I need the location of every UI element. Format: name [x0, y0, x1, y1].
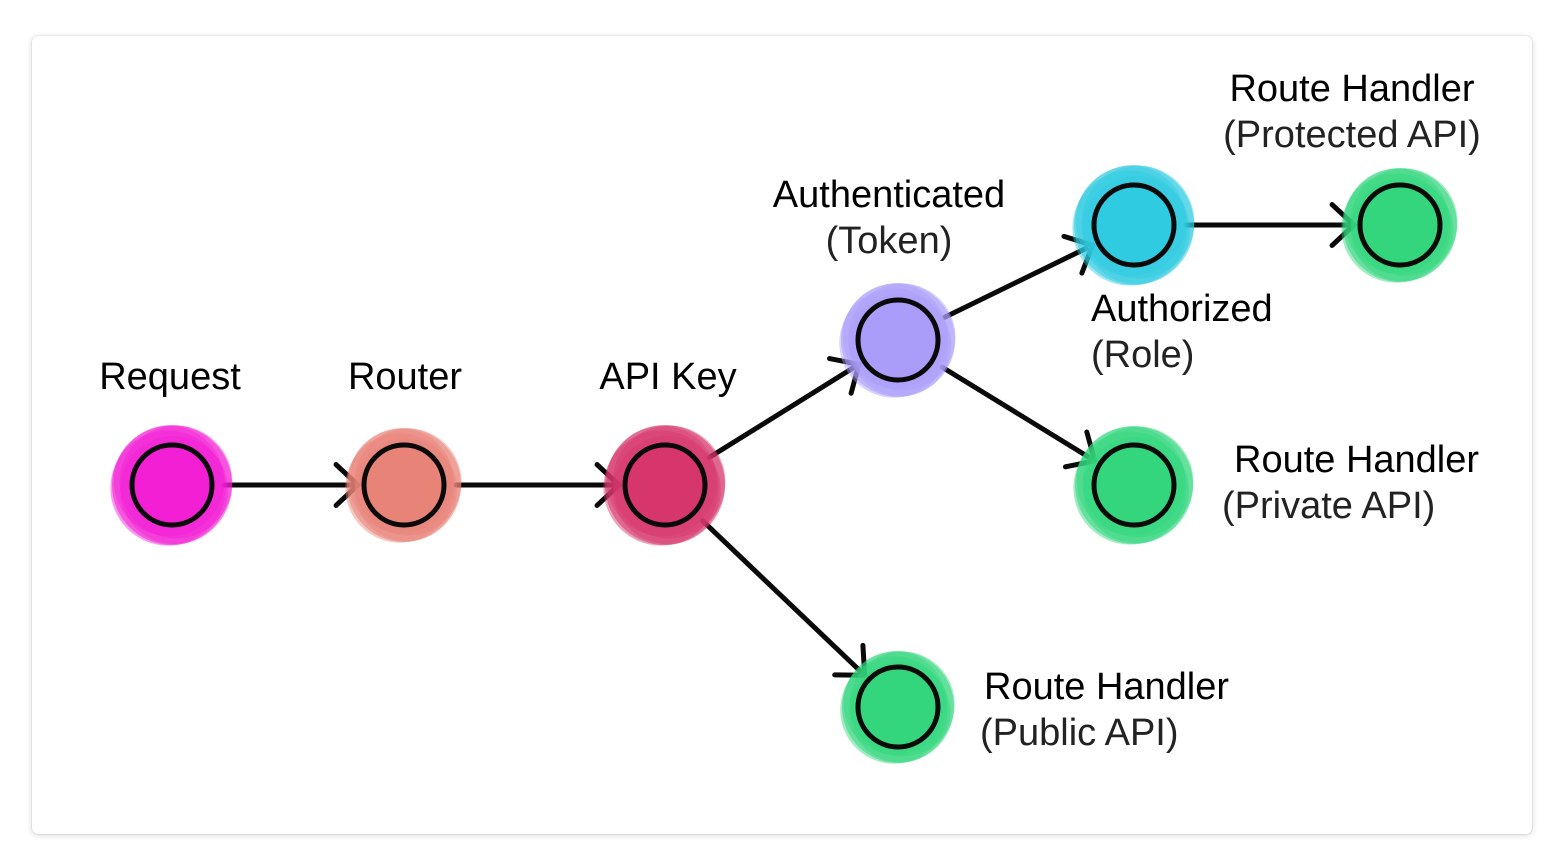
- arrow-line: [700, 518, 868, 678]
- router-title: Router: [347, 356, 463, 398]
- node-ring: [1091, 182, 1177, 268]
- diagram-card: [32, 36, 1532, 834]
- authenticated-label: Authenticated (Token): [739, 172, 1039, 264]
- router-label: Router: [305, 354, 505, 400]
- arrow-request-to-router: [221, 462, 361, 508]
- request-title: Request: [99, 356, 241, 398]
- arrow-line: [942, 242, 1096, 320]
- handler-private-subtitle: (Private API): [1222, 485, 1436, 527]
- arrow-authenticated-to-handler_private: [939, 364, 1098, 470]
- nodes: [110, 165, 1458, 764]
- handler-private-label: Route Handler (Private API): [1222, 437, 1479, 529]
- node-router: [345, 428, 462, 543]
- node-ring: [361, 442, 447, 528]
- node-ring: [1091, 442, 1177, 528]
- handler-protected-label: Route Handler (Protected API): [1192, 66, 1512, 158]
- node-authorized: [1072, 165, 1195, 286]
- authorized-subtitle: (Role): [1091, 334, 1195, 376]
- request-label: Request: [70, 354, 270, 400]
- arrow-line: [706, 361, 862, 461]
- authenticated-subtitle: (Token): [825, 220, 953, 262]
- handler-protected-title: Route Handler: [1229, 68, 1475, 110]
- node-authenticated: [839, 283, 956, 398]
- handler-protected-subtitle: (Protected API): [1223, 114, 1481, 156]
- node-request: [110, 425, 233, 546]
- authenticated-title: Authenticated: [772, 174, 1006, 216]
- api-key-label: API Key: [568, 354, 768, 400]
- authorized-title: Authorized: [1091, 288, 1273, 330]
- handler-public-subtitle: (Public API): [980, 712, 1179, 754]
- handler-public-label: Route Handler (Public API): [980, 664, 1229, 756]
- node-api-key: [603, 425, 726, 546]
- handler-private-title: Route Handler: [1234, 439, 1480, 481]
- node-ring: [129, 442, 215, 528]
- authorized-label: Authorized (Role): [1091, 286, 1273, 378]
- arrow-line: [939, 364, 1098, 464]
- arrow-authorized-to-handler_protected: [1183, 202, 1357, 248]
- node-ring: [622, 442, 708, 528]
- node-ring: [855, 664, 941, 750]
- node-ring: [1357, 182, 1443, 268]
- arrow-router-to-api_key: [453, 462, 622, 508]
- api-key-title: API Key: [599, 356, 737, 398]
- node-handler-public: [840, 651, 955, 764]
- arrow-api_key-to-handler_public: [700, 518, 868, 678]
- node-handler-protected: [1341, 168, 1458, 283]
- node-handler-private: [1073, 426, 1194, 545]
- handler-public-title: Route Handler: [984, 666, 1230, 708]
- node-ring: [855, 297, 941, 383]
